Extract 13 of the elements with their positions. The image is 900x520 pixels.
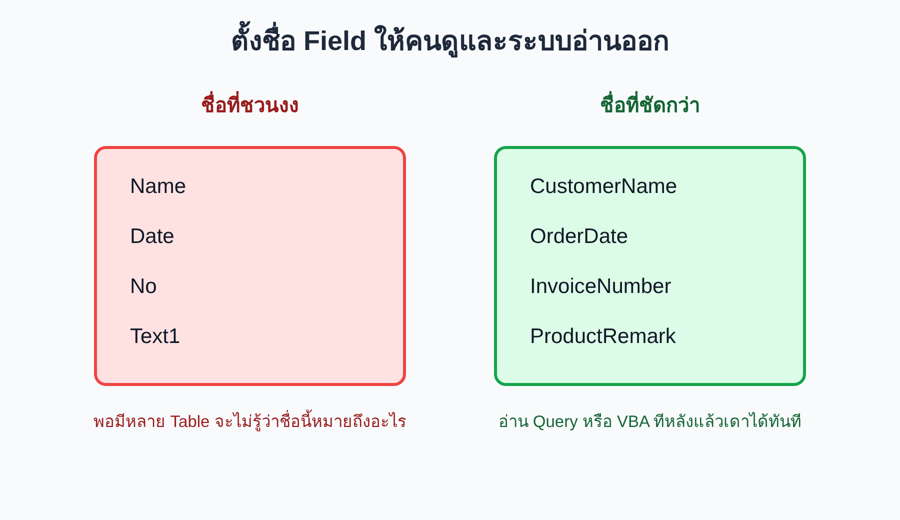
field-name: ProductRemark	[530, 325, 676, 349]
field-name: Date	[130, 225, 174, 249]
column-heading: ชื่อที่ชวนงง	[201, 92, 299, 120]
field-name: Name	[130, 175, 186, 199]
field-name: CustomerName	[530, 175, 678, 199]
caption-note: อ่าน Query หรือ VBA ทีหลังแล้วเดาได้ทันที	[498, 411, 802, 433]
field-name: Text1	[130, 325, 180, 349]
field-name: No	[130, 275, 157, 299]
caption-note: พอมีหลาย Table จะไม่รู้ว่าชื่อนี้หมายถึงอะไร	[94, 410, 406, 434]
field-name: InvoiceNumber	[530, 275, 672, 299]
column-heading: ชื่อที่ชัดกว่า	[600, 92, 700, 120]
title: ตั้งชื่อ Field ให้คนดูและระบบอ่านออก	[230, 18, 669, 64]
field-name: OrderDate	[530, 225, 628, 249]
